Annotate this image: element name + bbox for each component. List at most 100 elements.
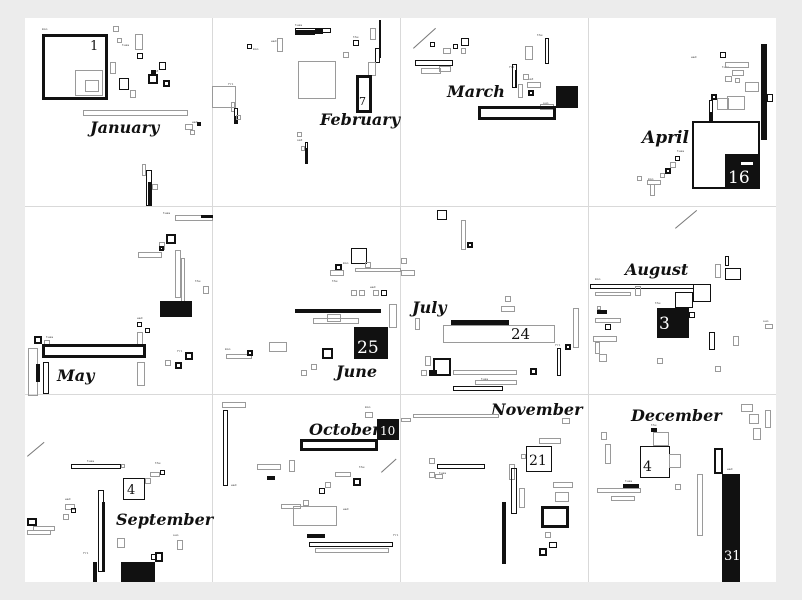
weekday-label: sat — [528, 77, 534, 81]
day-bar — [309, 542, 393, 547]
day-bar — [709, 332, 715, 350]
weekday-label: thu — [537, 33, 543, 37]
day-box — [539, 548, 547, 556]
day-box — [605, 324, 611, 330]
weekday-label: wed — [691, 55, 697, 59]
day-bar — [605, 444, 611, 464]
day-box — [657, 358, 663, 364]
weekday-label: fri — [555, 343, 561, 347]
weekday-label: thu — [195, 279, 201, 283]
weekday-label: thu — [655, 301, 661, 305]
day-box — [150, 472, 160, 477]
day-box — [123, 478, 145, 500]
day-box-filled — [429, 370, 437, 376]
day-bar-filled — [93, 562, 97, 582]
day-box — [715, 366, 721, 372]
day-box — [693, 284, 711, 302]
day-box — [330, 270, 344, 276]
day-bar — [595, 292, 631, 296]
day-box — [401, 418, 411, 422]
day-box — [735, 78, 740, 83]
month-title: September — [116, 510, 214, 529]
day-box — [439, 66, 451, 72]
day-bar — [175, 250, 181, 298]
day-box — [689, 312, 695, 318]
day-bar — [413, 414, 499, 418]
day-box — [152, 184, 158, 190]
day-box — [433, 358, 451, 376]
day-box — [335, 472, 351, 477]
day-box — [365, 412, 373, 418]
day-box — [247, 350, 253, 356]
day-box — [745, 82, 759, 92]
day-box — [601, 432, 607, 440]
day-box — [675, 484, 681, 490]
day-bar — [355, 268, 401, 272]
weekday-label: sun — [763, 319, 769, 323]
day-box — [130, 90, 136, 98]
day-bar — [611, 496, 635, 501]
weekday-label: mon — [343, 261, 349, 265]
day-box — [711, 94, 717, 100]
month-title: October — [309, 420, 381, 439]
day-box — [185, 124, 193, 130]
day-box — [665, 168, 671, 174]
day-bar-filled — [623, 484, 639, 488]
day-box — [732, 70, 744, 76]
day-bar — [597, 488, 641, 493]
month-title: November — [491, 400, 583, 419]
day-box — [437, 210, 447, 220]
day-box-filled — [725, 154, 760, 189]
day-box — [137, 53, 143, 59]
day-bar — [281, 504, 301, 509]
grid-line — [212, 18, 213, 582]
day-box — [365, 262, 371, 268]
month-title: December — [631, 406, 722, 425]
month-title: January — [90, 118, 160, 137]
day-box — [185, 352, 193, 360]
day-box — [717, 98, 729, 110]
month-title: June — [336, 362, 378, 381]
day-box — [148, 74, 158, 84]
day-box-large — [298, 61, 336, 99]
day-box-filled — [267, 476, 275, 480]
day-box — [293, 506, 337, 526]
day-box — [159, 62, 166, 70]
day-box — [725, 76, 732, 82]
day-bar — [553, 482, 573, 488]
day-box — [117, 38, 122, 43]
day-box — [765, 324, 773, 329]
day-bar-filled — [722, 474, 740, 582]
day-box — [727, 96, 745, 110]
day-box — [301, 146, 305, 151]
day-box — [138, 252, 162, 258]
day-box — [297, 132, 302, 137]
day-box — [753, 428, 761, 440]
day-box — [212, 86, 236, 108]
day-bar — [697, 474, 703, 536]
day-box — [545, 532, 551, 538]
day-box — [521, 454, 526, 459]
day-bar — [175, 215, 213, 221]
day-box — [670, 162, 676, 168]
day-box — [27, 518, 37, 526]
day-box — [650, 184, 655, 196]
day-number: 7 — [359, 95, 366, 108]
day-bar-filled — [295, 309, 381, 313]
day-bar — [590, 284, 694, 289]
day-box — [71, 508, 76, 513]
day-box — [160, 470, 165, 475]
day-box — [145, 328, 150, 333]
day-box — [34, 336, 42, 344]
diagonal-line — [381, 458, 397, 473]
day-bar — [443, 325, 555, 343]
day-bar — [539, 438, 561, 444]
day-box — [231, 102, 235, 112]
day-box — [368, 62, 376, 76]
day-box — [65, 504, 75, 510]
day-bar — [223, 410, 228, 486]
day-box — [113, 26, 119, 32]
weekday-label: tues — [163, 211, 171, 215]
day-bar — [257, 464, 281, 470]
day-bar-filled — [201, 215, 213, 218]
